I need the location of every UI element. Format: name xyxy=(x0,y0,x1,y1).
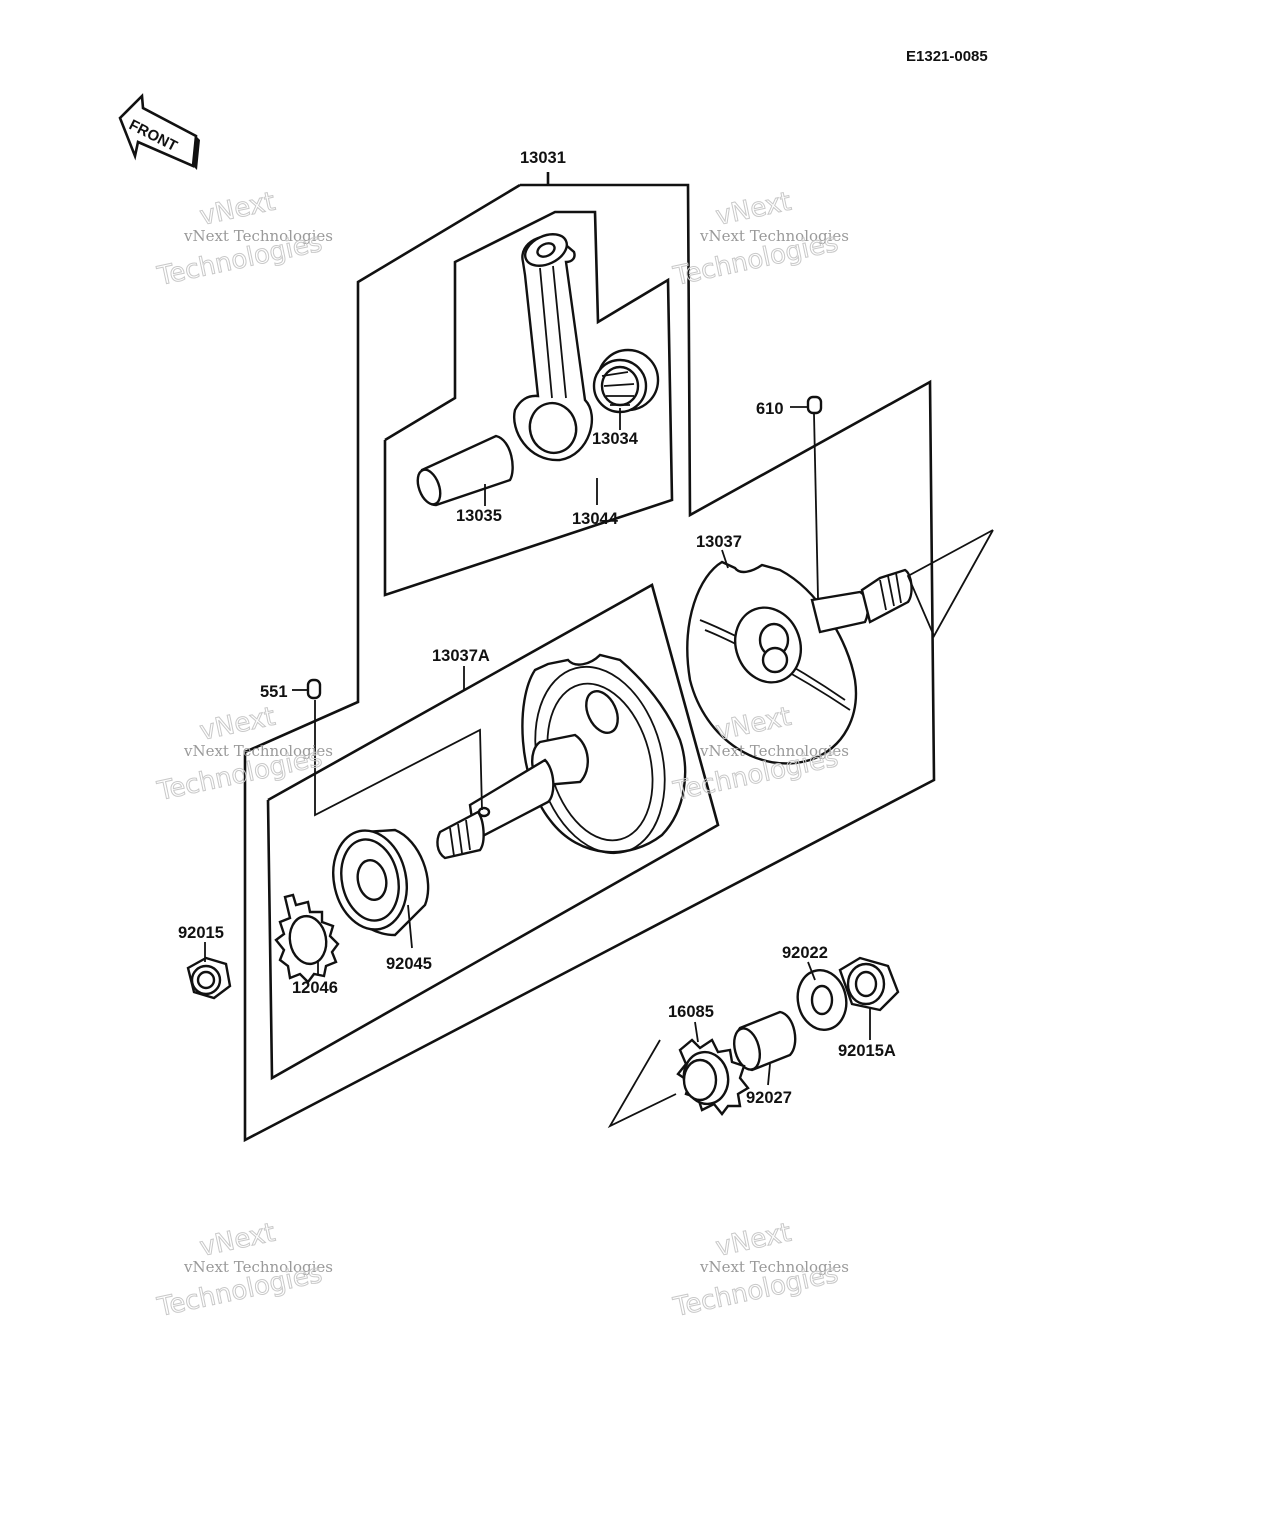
label-16085: 16085 xyxy=(668,1003,714,1021)
label-92045: 92045 xyxy=(386,955,432,973)
label-12046: 12046 xyxy=(292,979,338,997)
label-92015: 92015 xyxy=(178,924,224,942)
part-labels: 13031 13034 13035 13044 610 13037 13037A… xyxy=(178,149,896,1107)
leader-lines xyxy=(204,406,994,1129)
ball-bearing-92045 xyxy=(332,828,430,937)
label-13034: 13034 xyxy=(592,430,639,448)
svg-text:vNext Technologies: vNext Technologies xyxy=(699,1258,849,1276)
svg-text:vNext Technologies: vNext Technologies xyxy=(183,1258,333,1276)
svg-text:vNext Technologies: vNext Technologies xyxy=(183,227,333,245)
gear-16085 xyxy=(676,1038,750,1116)
label-13044: 13044 xyxy=(572,510,619,528)
nut-92015 xyxy=(186,956,232,1000)
crank-half-13037A xyxy=(436,653,687,860)
watermark-bottom-right: vNext Technologies vNext Technologies xyxy=(670,1217,849,1323)
label-551: 551 xyxy=(260,683,288,701)
pin-551 xyxy=(306,678,322,700)
label-92015A: 92015A xyxy=(838,1042,896,1060)
pin-610 xyxy=(806,395,823,415)
crank-half-outline-13037A xyxy=(266,583,720,1081)
label-13035: 13035 xyxy=(456,507,502,525)
svg-text:vNext Technologies: vNext Technologies xyxy=(183,742,333,760)
label-92022: 92022 xyxy=(782,944,828,962)
label-13037: 13037 xyxy=(696,533,742,551)
crank-half-13037 xyxy=(686,560,913,765)
watermark-top-left: vNext Technologies vNext Technologies xyxy=(154,186,333,292)
nut-92015A xyxy=(838,956,900,1012)
collar-92027 xyxy=(732,1010,797,1072)
washer-92022 xyxy=(796,969,848,1031)
label-610: 610 xyxy=(756,400,784,418)
svg-text:vNext: vNext xyxy=(197,1218,278,1263)
svg-text:vNext Technologies: vNext Technologies xyxy=(699,227,849,245)
assembly-outline-13031 xyxy=(243,172,936,1143)
sprocket-12046 xyxy=(274,893,340,984)
label-92027: 92027 xyxy=(746,1089,792,1107)
conrod-kit-outline-13044 xyxy=(383,210,674,597)
watermark-mid-left: vNext Technologies vNext Technologies xyxy=(154,701,333,807)
label-13037A: 13037A xyxy=(432,647,490,665)
svg-text:vNext: vNext xyxy=(197,187,278,232)
crank-pin-13035 xyxy=(416,434,514,507)
svg-text:vNext: vNext xyxy=(713,1218,794,1263)
needle-bearing-13034 xyxy=(592,348,660,414)
label-13031: 13031 xyxy=(520,149,566,167)
connecting-rod xyxy=(512,233,594,462)
front-arrow-icon: FRONT xyxy=(118,93,200,170)
watermark-bottom-left: vNext Technologies vNext Technologies xyxy=(154,1217,333,1323)
svg-text:vNext: vNext xyxy=(197,702,278,747)
watermark-top-right: vNext Technologies vNext Technologies xyxy=(670,186,849,292)
svg-text:vNext Technologies: vNext Technologies xyxy=(699,742,849,760)
svg-text:vNext: vNext xyxy=(713,187,794,232)
diagram-code: E1321-0085 xyxy=(906,48,988,65)
